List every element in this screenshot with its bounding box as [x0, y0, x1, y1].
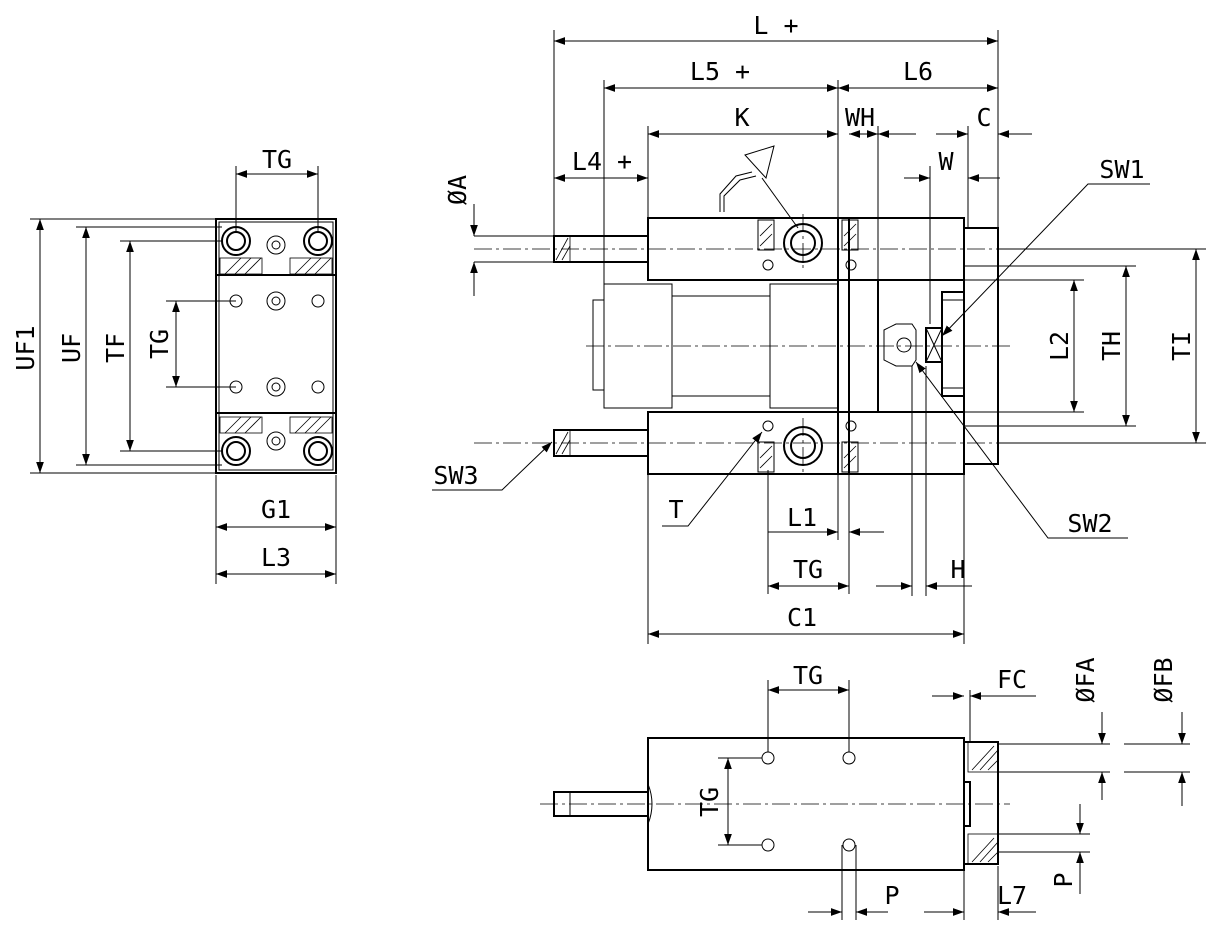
label-C1: C1 [787, 603, 817, 632]
label-L1: L1 [787, 503, 817, 532]
label-FC: FC [997, 665, 1027, 694]
label-L3: L3 [261, 543, 291, 572]
label-dia-FA: ØFA [1071, 657, 1100, 702]
label-TI: TI [1167, 331, 1196, 361]
label-SW2: SW2 [1067, 509, 1112, 538]
label-P-vertical: P [1049, 872, 1078, 887]
label-L4-plus: L4 + [572, 147, 632, 176]
label-K: K [734, 103, 749, 132]
label-L2: L2 [1045, 331, 1074, 361]
end-view: UF1 UF TF TG TG G1 L3 [11, 145, 337, 584]
label-P: P [884, 881, 899, 910]
label-SW1: SW1 [1099, 155, 1144, 184]
label-L6: L6 [903, 57, 933, 86]
label-C: C [976, 103, 991, 132]
label-G1: G1 [261, 495, 291, 524]
label-dia-A: ØA [443, 175, 472, 205]
label-TF: TF [101, 333, 130, 363]
label-TG-end-top: TG [262, 145, 292, 174]
label-TG-top: TG [793, 555, 823, 584]
label-TG-side: TG [695, 787, 724, 817]
label-UF1: UF1 [11, 325, 40, 370]
side-view: TG TG FC ØFA ØFB P P L7 [540, 657, 1190, 920]
label-TG-end: TG [145, 329, 174, 359]
label-WH: WH [845, 103, 875, 132]
label-L5-plus: L5 + [690, 57, 750, 86]
label-W: W [938, 147, 954, 176]
label-H: H [950, 555, 965, 584]
label-dia-FB: ØFB [1149, 657, 1178, 702]
label-TG-side-top: TG [793, 661, 823, 690]
top-view: L + L5 + L6 K WH C L4 + W SW1 ØA L2 TH T… [432, 11, 1206, 644]
label-L-plus: L + [753, 11, 798, 40]
label-UF: UF [57, 333, 86, 363]
label-SW3: SW3 [433, 461, 478, 490]
label-T: T [668, 495, 683, 524]
label-TH: TH [1097, 331, 1126, 361]
label-L7: L7 [997, 881, 1027, 910]
